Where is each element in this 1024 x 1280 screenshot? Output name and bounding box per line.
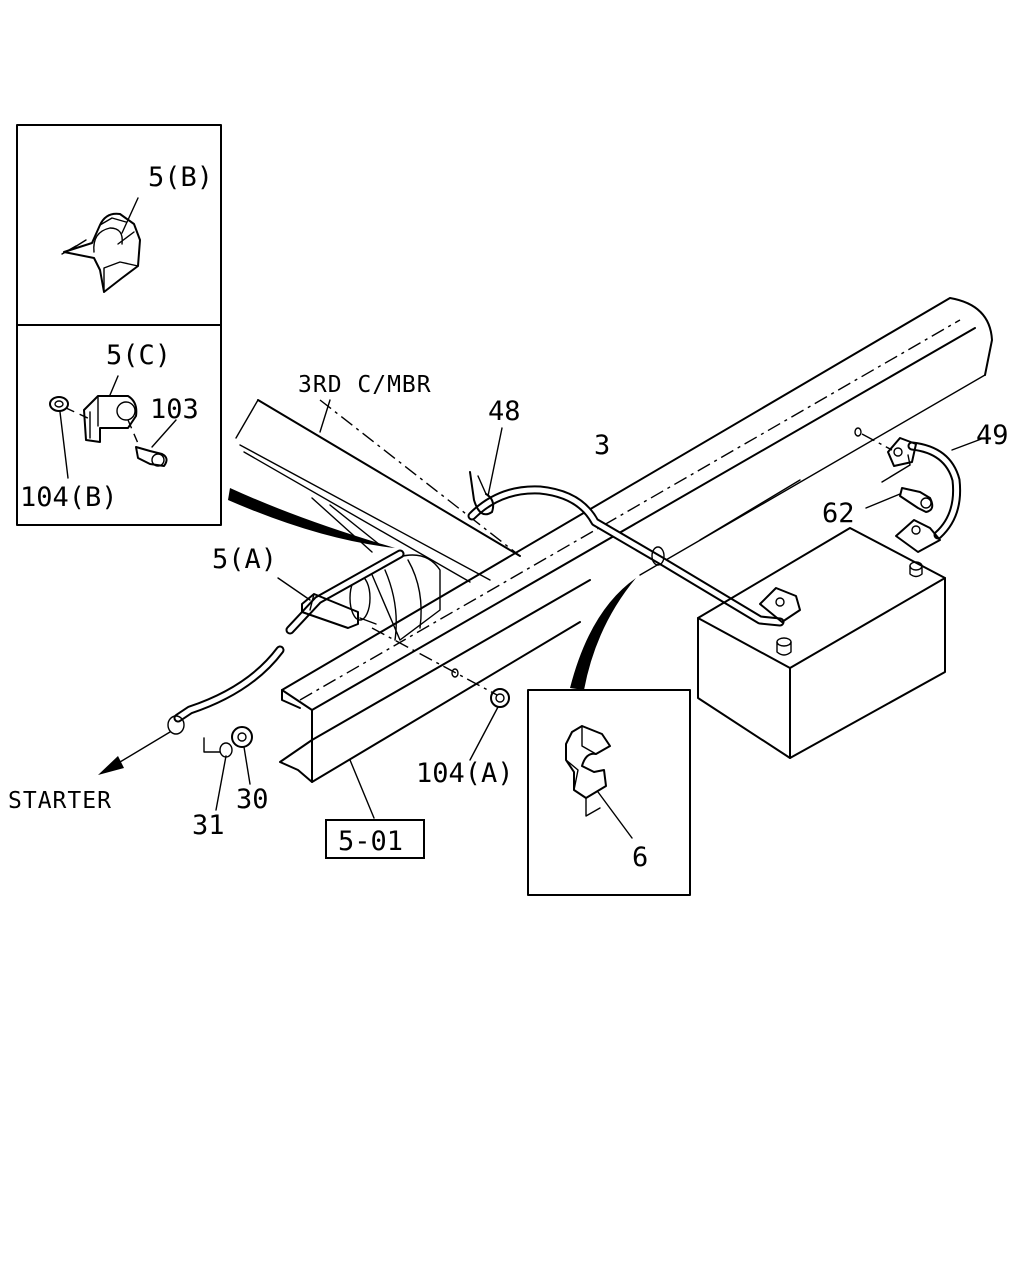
callout-62: 62 xyxy=(822,498,855,529)
clip-48-drawing xyxy=(469,427,503,516)
callout-5c: 5(C) xyxy=(106,340,171,371)
bolt-103-drawing xyxy=(127,419,177,467)
cross-member xyxy=(235,399,521,583)
callout-3rd-cross-member: 3RD C/MBR xyxy=(298,372,432,398)
frame-rail xyxy=(279,297,993,783)
nut-104b-drawing xyxy=(49,396,93,479)
starter-cable xyxy=(98,549,405,775)
ref-page-link[interactable]: 5-01 xyxy=(338,826,403,857)
washer-31-drawing xyxy=(203,737,233,811)
clip-5a-drawing xyxy=(277,577,377,629)
callout-starter: STARTER xyxy=(8,788,112,814)
nut-104a-drawing xyxy=(469,688,510,761)
black-swoosh-arrow-left xyxy=(228,488,395,548)
clip-5c-drawing xyxy=(83,375,138,443)
alignment-lines xyxy=(319,399,911,696)
battery-drawing xyxy=(697,527,946,759)
callout-5a: 5(A) xyxy=(212,544,277,575)
inset-clip-6 xyxy=(527,689,691,896)
callout-3: 3 xyxy=(594,430,610,461)
callout-103: 103 xyxy=(150,394,199,425)
callout-6: 6 xyxy=(632,842,648,873)
clip-5b-drawing xyxy=(61,197,141,293)
cable-49 xyxy=(907,441,962,540)
callout-31: 31 xyxy=(192,810,225,841)
callout-49: 49 xyxy=(976,420,1009,451)
callout-104a: 104(A) xyxy=(416,758,514,789)
bolt-62-drawing xyxy=(865,487,934,513)
callout-104b: 104(B) xyxy=(20,482,118,513)
battery-clamp-drawing xyxy=(887,437,985,553)
ref-page-box[interactable] xyxy=(325,819,425,859)
callout-30: 30 xyxy=(236,784,269,815)
inset-top-left xyxy=(16,124,222,526)
cable-3 xyxy=(467,485,785,627)
callout-5b: 5(B) xyxy=(148,162,213,193)
callout-48: 48 xyxy=(488,396,521,427)
nut-30-drawing xyxy=(231,726,253,785)
black-swoosh-arrow-right xyxy=(570,578,636,690)
